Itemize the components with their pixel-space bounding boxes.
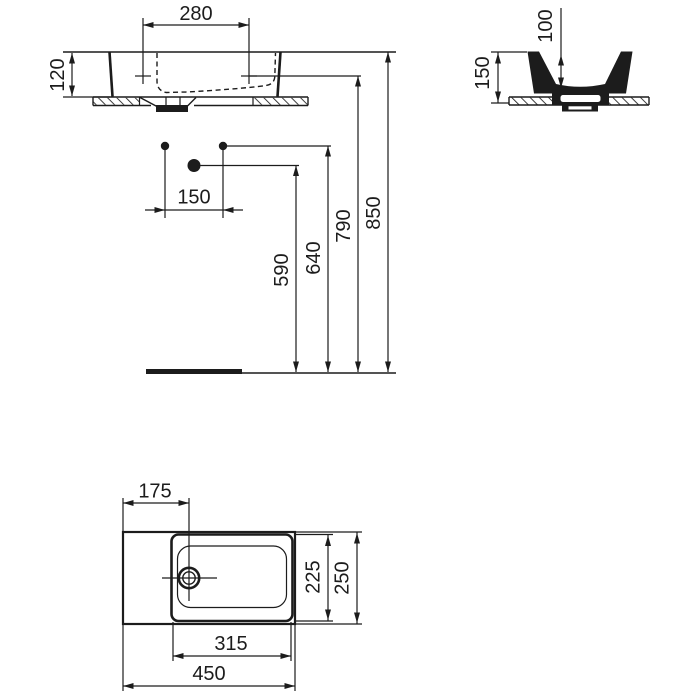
dim-drain-outlet-height-label: 590 [271, 253, 293, 286]
dim-body-height: 150 [472, 51, 527, 104]
bowl-inner-edge [176, 545, 288, 609]
dim-bowl-depth-label: 100 [535, 9, 557, 42]
dim-overall-front-to-back: 250 [332, 532, 360, 624]
basin-plan-outline [121, 530, 297, 626]
dim-bowl-width-label: 315 [214, 633, 247, 655]
dim-connection-spacing: 150 [145, 187, 243, 213]
dim-bowl-width: 315 [173, 633, 291, 659]
dim-apron-height: 120 [47, 53, 110, 98]
plan-extension-lines [122, 498, 362, 691]
dim-fixing-hole-height: 790 [333, 76, 361, 372]
wall-hatch-right [253, 97, 308, 105]
dim-connection-height: 640 [303, 146, 331, 372]
dim-connection-spacing-label: 150 [177, 187, 210, 209]
dim-bowl-front-to-back: 225 [303, 534, 331, 621]
side-view: 100 150 [472, 8, 650, 112]
dim-hole-spacing-label: 280 [179, 3, 212, 25]
dim-body-height-label: 150 [472, 56, 494, 89]
dim-connection-height-label: 640 [303, 241, 325, 274]
dim-bowl-depth: 100 [535, 8, 564, 88]
dim-rim-height-label: 850 [363, 196, 385, 229]
wall-strip [92, 96, 309, 107]
dim-overall-width-label: 450 [192, 663, 225, 685]
side-hatch-right [608, 97, 649, 105]
dim-hole-spacing: 280 [143, 3, 249, 28]
basin-front-outline [108, 51, 282, 97]
dim-overall-front-to-back-label: 250 [332, 561, 354, 594]
front-view: 280 120 150 590 640 [47, 3, 396, 374]
floor-line [146, 369, 396, 374]
plan-drain [162, 498, 217, 601]
dim-drain-offset: 175 [123, 481, 189, 506]
supply-dot-left [160, 141, 170, 151]
wall-hatch-left [93, 97, 140, 105]
drain-dot [187, 159, 201, 172]
side-hatch-left [509, 97, 552, 105]
dim-drain-outlet-height: 590 [271, 165, 299, 372]
dim-fixing-hole-height-label: 790 [333, 209, 355, 242]
drain-trap [139, 96, 197, 112]
supply-dot-right [218, 141, 228, 151]
fixing-hole-left [135, 18, 151, 84]
bowl-hidden-profile [156, 52, 277, 94]
dim-drain-offset-label: 175 [138, 481, 171, 503]
dim-rim-height: 850 [363, 52, 391, 372]
dim-apron-height-label: 120 [47, 58, 69, 91]
plan-view: 175 315 450 225 250 [121, 481, 362, 691]
dim-overall-width: 450 [123, 663, 295, 689]
side-drain-fitting [552, 92, 609, 112]
dim-bowl-front-to-back-label: 225 [303, 560, 325, 593]
